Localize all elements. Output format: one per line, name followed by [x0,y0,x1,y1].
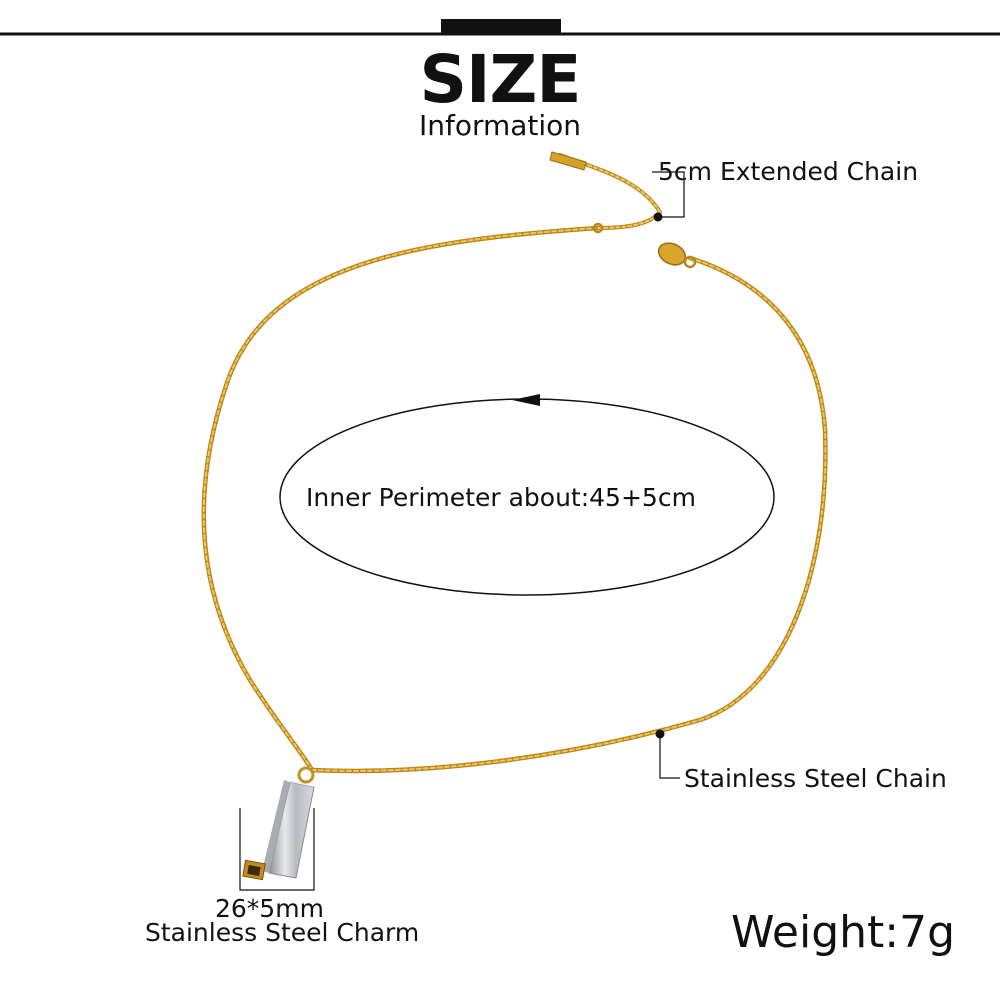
pendant-bail [297,766,315,784]
lobster-clasp [592,222,697,269]
extended-chain-leader [652,171,685,218]
top-accent-bar [441,19,561,34]
extended-chain-label: 5cm Extended Chain [658,157,919,186]
pendant-charm [242,780,315,881]
page-title: SIZE [419,41,581,118]
perimeter-arrow-icon [512,394,540,406]
extender-tab [549,151,587,171]
inner-perimeter-label: Inner Perimeter about:45+5cm [306,483,696,512]
charm-label: Stainless Steel Charm [145,918,420,947]
charm-dimension-bracket [239,808,315,891]
charm-size-label: 26*5mm [215,894,324,923]
chain-leader [659,734,680,779]
page-subtitle: Information [418,109,582,142]
weight-label: Weight:7g [731,907,956,958]
necklace-chain [201,153,828,774]
chain-label: Stainless Steel Chain [684,764,947,793]
